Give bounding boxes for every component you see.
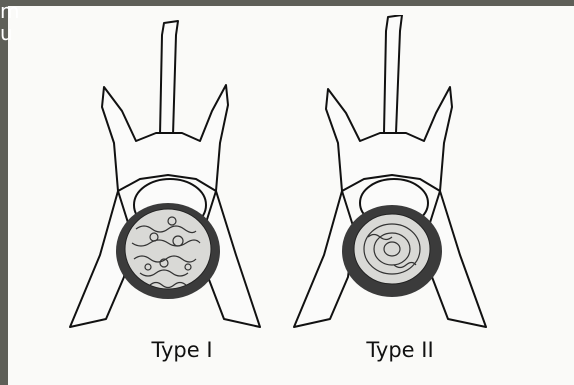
vertebra-type-2-drawing: [282, 15, 492, 335]
caption-type-1: Type I: [122, 338, 242, 362]
overlay-line-1: m: [0, 0, 19, 23]
caption-type-2: Type II: [340, 338, 460, 362]
cropped-overlay-text: m u: [0, 0, 19, 44]
vertebra-type-1-drawing: [60, 15, 270, 335]
overlay-line-2: u: [0, 21, 13, 45]
